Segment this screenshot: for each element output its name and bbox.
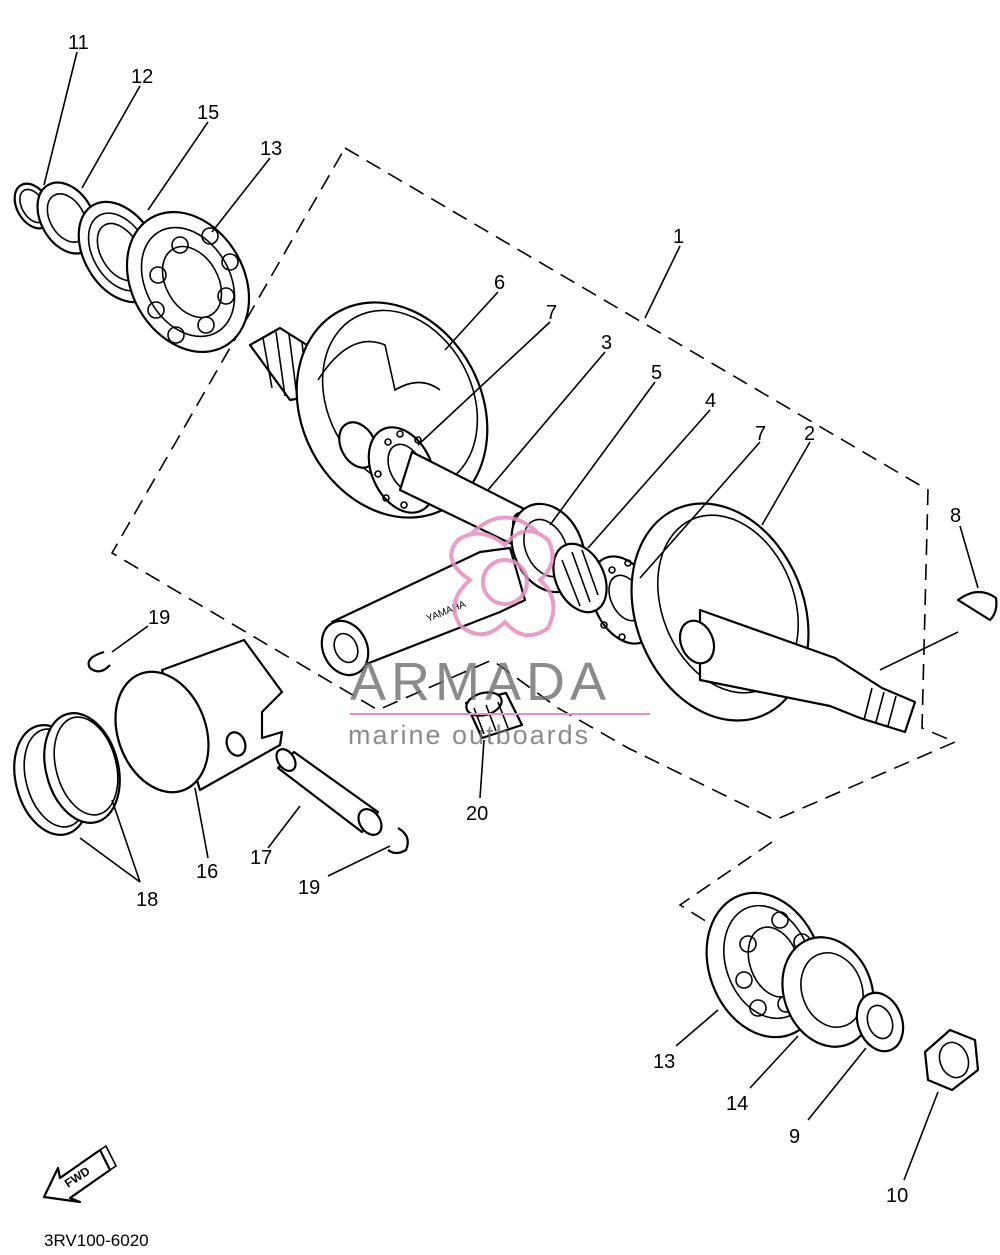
piston-rings-part[interactable] — [3, 705, 132, 844]
small-end-bearing-part[interactable] — [464, 689, 524, 740]
diagram-code: 3RV100-6020 — [44, 1231, 149, 1250]
piston-part[interactable] — [99, 638, 284, 805]
callout-20: 20 — [466, 803, 488, 825]
armada-watermark: ARMADA marine outboards — [348, 515, 650, 750]
ball-bearing-top-part[interactable] — [103, 190, 274, 374]
callout-labels: 11 12 15 13 1 6 7 3 5 4 7 2 8 19 20 16 1… — [68, 32, 961, 1207]
bearing-group-bracket — [678, 841, 773, 926]
crank-oil-seal-part[interactable] — [768, 924, 889, 1059]
callout-1: 1 — [673, 226, 684, 248]
callout-19-top: 19 — [148, 607, 170, 629]
callout-13-top: 13 — [260, 138, 282, 160]
callout-7-right: 7 — [755, 423, 766, 445]
piston-pin-clip-top-part[interactable] — [87, 650, 111, 673]
left-crank-half-part[interactable] — [248, 269, 524, 551]
callout-16: 16 — [196, 861, 218, 883]
woodruff-key-part[interactable] — [956, 590, 998, 622]
big-end-bearing-part[interactable] — [543, 535, 617, 621]
armada-logo-mark — [449, 515, 556, 638]
connecting-rod-part[interactable]: YAMAHA — [313, 492, 598, 683]
callout-3: 3 — [601, 332, 612, 354]
callout-5: 5 — [651, 362, 662, 384]
piston-pin-clip-bottom-part[interactable] — [387, 827, 409, 855]
nut-part[interactable] — [923, 1028, 980, 1092]
callout-18: 18 — [136, 889, 158, 911]
callout-11: 11 — [68, 32, 89, 54]
fwd-arrow-icon: FWD — [42, 1144, 118, 1204]
callout-4: 4 — [705, 390, 716, 412]
callout-19-bottom: 19 — [298, 877, 320, 899]
callout-9: 9 — [789, 1126, 800, 1148]
watermark-tagline: marine outboards — [348, 720, 590, 750]
callout-17: 17 — [250, 847, 272, 869]
leader-lines — [43, 51, 979, 1181]
callout-7-left: 7 — [546, 302, 557, 324]
watermark-brand: ARMADA — [350, 652, 611, 712]
right-crank-half-part[interactable] — [600, 477, 917, 748]
callout-12: 12 — [131, 66, 153, 88]
callout-15: 15 — [197, 102, 219, 124]
callout-13-bottom: 13 — [653, 1051, 675, 1073]
callout-14: 14 — [726, 1093, 748, 1115]
callout-6: 6 — [494, 272, 505, 294]
washer-part[interactable] — [849, 986, 911, 1057]
piston-pin-part[interactable] — [273, 746, 387, 840]
callout-2: 2 — [804, 423, 815, 445]
callout-8: 8 — [950, 505, 961, 527]
callout-10: 10 — [886, 1185, 908, 1207]
